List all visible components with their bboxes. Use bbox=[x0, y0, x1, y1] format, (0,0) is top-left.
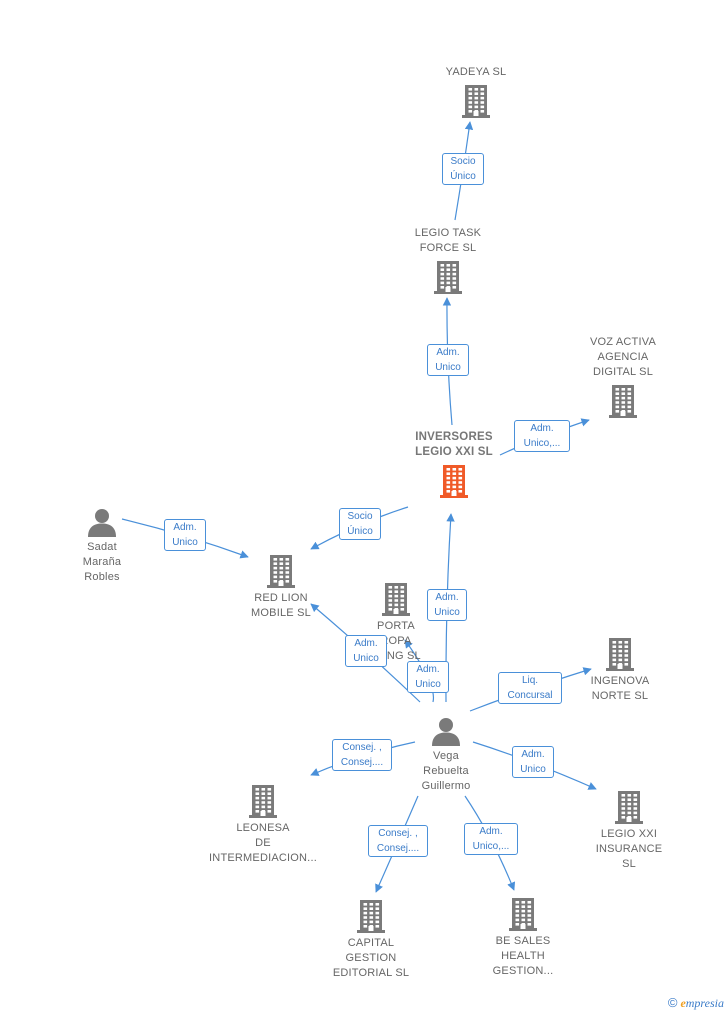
building-icon bbox=[615, 791, 643, 824]
person-icon bbox=[432, 718, 460, 746]
node-label: CAPITAL GESTION EDITORIAL SL bbox=[332, 937, 410, 979]
person-icon bbox=[88, 509, 116, 537]
node-capital[interactable]: CAPITAL GESTION EDITORIAL SL bbox=[306, 899, 436, 981]
node-label: LEONESA DE INTERMEDIACION... bbox=[209, 822, 317, 864]
node-label: LEGIO TASK FORCE SL bbox=[414, 227, 482, 254]
copyright-symbol: © bbox=[667, 995, 678, 1010]
building-icon bbox=[606, 638, 634, 671]
building-icon bbox=[609, 385, 637, 418]
edge-label[interactable]: Adm. Unico bbox=[427, 589, 467, 621]
node-label: VOZ ACTIVA AGENCIA DIGITAL SL bbox=[590, 336, 656, 378]
edge-label[interactable]: Socio Único bbox=[339, 508, 381, 540]
node-sadat[interactable]: Sadat Maraña Robles bbox=[37, 507, 167, 585]
node-legio-ins[interactable]: LEGIO XXI INSURANCE SL bbox=[564, 790, 694, 872]
node-label: RED LION MOBILE SL bbox=[251, 592, 311, 619]
node-label: INGENOVA NORTE SL bbox=[590, 675, 650, 702]
node-legio-task[interactable]: LEGIO TASK FORCE SL bbox=[383, 226, 513, 294]
building-icon bbox=[509, 898, 537, 931]
node-porta[interactable]: PORTA ROPA LTING SL bbox=[331, 582, 461, 664]
edge-label[interactable]: Consej. , Consej.... bbox=[368, 825, 428, 857]
node-leonesa[interactable]: LEONESA DE INTERMEDIACION... bbox=[198, 784, 328, 866]
edge-label[interactable]: Adm. Unico bbox=[407, 661, 449, 693]
edge-label[interactable]: Adm. Unico,... bbox=[464, 823, 518, 855]
edge-label[interactable]: Socio Único bbox=[442, 153, 484, 185]
node-label: LEGIO XXI INSURANCE SL bbox=[595, 828, 663, 870]
building-icon bbox=[462, 85, 490, 118]
edge-label[interactable]: Adm. Unico bbox=[512, 746, 554, 778]
brand-initial: e bbox=[680, 996, 686, 1010]
building-icon bbox=[440, 465, 468, 498]
edge-label[interactable]: Adm. Unico bbox=[164, 519, 206, 551]
node-red-lion[interactable]: RED LION MOBILE SL bbox=[216, 554, 346, 621]
building-icon bbox=[267, 555, 295, 588]
building-icon bbox=[382, 583, 410, 616]
node-label: Vega Rebuelta Guillermo bbox=[421, 750, 471, 792]
node-inversores[interactable]: INVERSORES LEGIO XXI SL bbox=[389, 430, 519, 498]
node-voz-activa[interactable]: VOZ ACTIVA AGENCIA DIGITAL SL bbox=[558, 335, 688, 418]
node-label: BE SALES HEALTH GESTION... bbox=[492, 935, 554, 977]
edge-label[interactable]: Consej. , Consej.... bbox=[332, 739, 392, 771]
building-icon bbox=[249, 785, 277, 818]
edge-label[interactable]: Adm. Unico bbox=[345, 635, 387, 667]
node-be-sales[interactable]: BE SALES HEALTH GESTION... bbox=[458, 897, 588, 979]
node-ingenova[interactable]: INGENOVA NORTE SL bbox=[555, 637, 685, 704]
node-label: YADEYA SL bbox=[445, 66, 507, 78]
node-vega[interactable]: Vega Rebuelta Guillermo bbox=[381, 716, 511, 794]
building-icon bbox=[434, 261, 462, 294]
empresia-logo[interactable]: ©empresia bbox=[668, 995, 724, 1011]
node-yadeya[interactable]: YADEYA SL bbox=[411, 65, 541, 118]
edge-label[interactable]: Adm. Unico,... bbox=[514, 420, 570, 452]
edge-label[interactable]: Adm. Unico bbox=[427, 344, 469, 376]
edge-label[interactable]: Liq. Concursal bbox=[498, 672, 562, 704]
node-label: Sadat Maraña Robles bbox=[82, 541, 122, 583]
building-icon bbox=[357, 900, 385, 933]
node-label: INVERSORES LEGIO XXI SL bbox=[415, 431, 493, 458]
brand-name: mpresia bbox=[685, 996, 724, 1010]
